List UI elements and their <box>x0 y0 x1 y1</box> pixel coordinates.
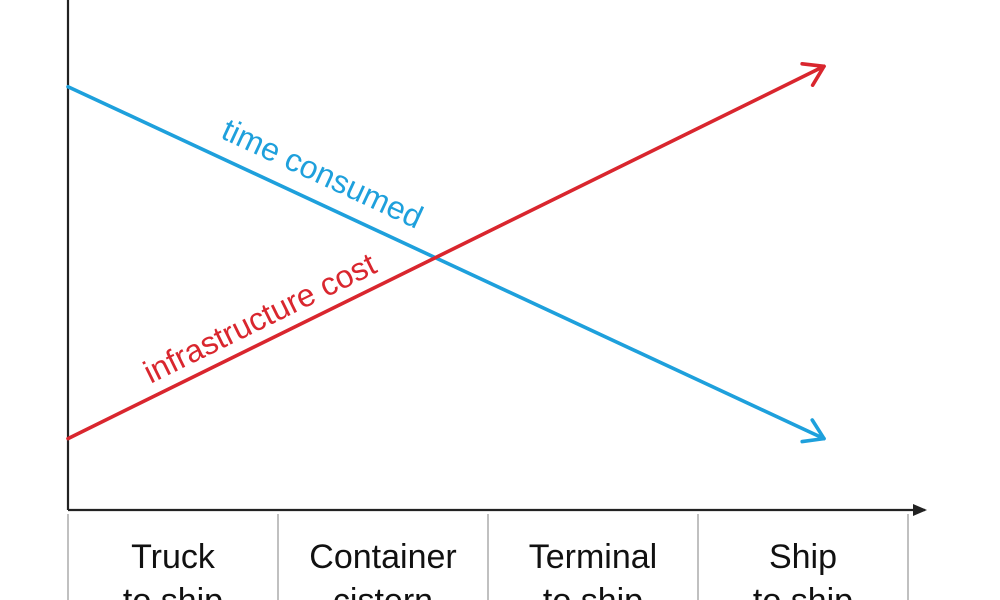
series-arrowhead-1 <box>800 62 826 87</box>
series-label-1: infrastructure cost <box>138 246 382 391</box>
series-line-0 <box>66 84 826 441</box>
category-labels: Truck to ship Container cistern Terminal to s… <box>123 538 853 600</box>
x-tick-label-1-1: cistern <box>333 582 433 600</box>
category-separators <box>67 514 909 600</box>
x-tick-label-1-0: Container <box>309 538 456 576</box>
x-tick-label-0-1: to ship <box>123 582 223 600</box>
series-line-1 <box>66 64 826 441</box>
x-tick-label-0-0: Truck <box>131 538 216 576</box>
x-tick-label-3-1: to ship <box>753 582 853 600</box>
x-tick-label-3-0: Ship <box>769 538 837 576</box>
x-tick-label-2-0: Terminal <box>529 538 657 576</box>
series-arrowhead-0 <box>800 418 826 444</box>
series-label-0: time consumed <box>217 111 429 235</box>
x-tick-label-2-1: to ship <box>543 582 643 600</box>
